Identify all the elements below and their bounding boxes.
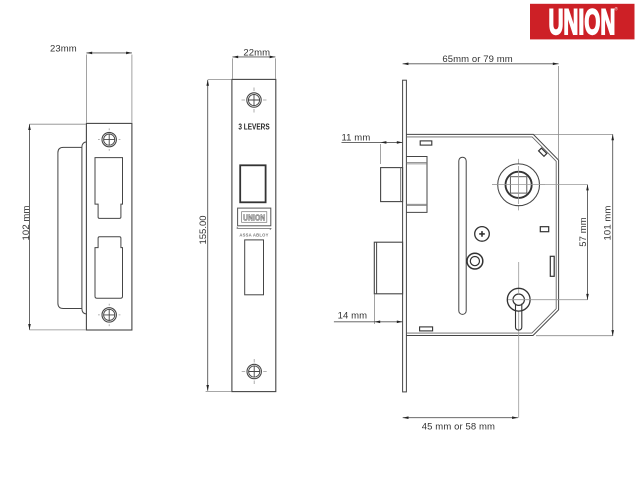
svg-text:102 mm: 102 mm (21, 206, 32, 241)
svg-text:11 mm: 11 mm (342, 132, 371, 143)
svg-text:57 mm: 57 mm (578, 217, 589, 247)
svg-text:ASSA ABLOY: ASSA ABLOY (239, 233, 268, 238)
svg-text:14 mm: 14 mm (338, 310, 368, 321)
svg-text:101 mm: 101 mm (603, 206, 614, 241)
svg-text:45 mm or 58 mm: 45 mm or 58 mm (422, 421, 495, 432)
svg-text:22mm: 22mm (243, 47, 270, 58)
svg-text:155.00: 155.00 (198, 215, 209, 244)
svg-text:3 LEVERS: 3 LEVERS (238, 122, 269, 132)
svg-text:UNION: UNION (549, 3, 616, 42)
svg-text:UNION: UNION (243, 212, 265, 222)
svg-text:23mm: 23mm (50, 44, 77, 55)
svg-text:65mm or 79 mm: 65mm or 79 mm (442, 54, 512, 65)
svg-text:®: ® (615, 6, 619, 12)
